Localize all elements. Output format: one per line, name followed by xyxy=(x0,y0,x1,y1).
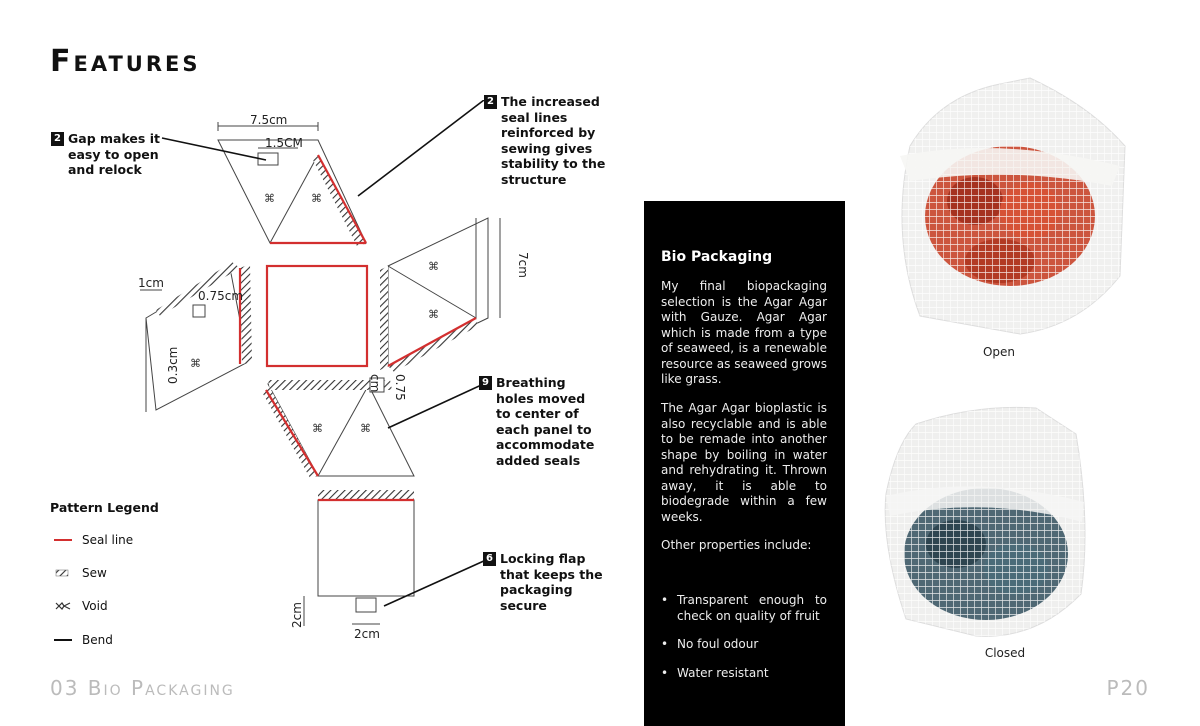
callout-text: The increased seal lines reinforced by s… xyxy=(501,94,606,187)
photo-caption-open: Open xyxy=(982,345,1016,359)
void-icon xyxy=(55,602,71,610)
void-mark: ⌘ xyxy=(264,192,275,205)
page-title: Features xyxy=(50,44,201,79)
black-line-icon xyxy=(54,639,72,641)
callout-badge: 2 xyxy=(51,132,64,146)
callout-badge: 2 xyxy=(484,95,497,109)
locking-sew-strip xyxy=(318,490,414,500)
legend-item-bend: Bend xyxy=(54,633,113,647)
callout-text: Gap makes it easy to open and relock xyxy=(68,131,160,177)
dim-lock-2cm-v: 2cm xyxy=(290,602,304,628)
legend-item-void: Void xyxy=(54,599,108,613)
legend-item-sew: Sew xyxy=(54,566,107,580)
legend-label: Sew xyxy=(82,566,107,580)
panel-paragraph: The Agar Agar bioplastic is also recycla… xyxy=(661,401,827,524)
left-gap xyxy=(192,304,206,318)
dim-bottom-cm: cm xyxy=(368,374,382,392)
callout-badge: 9 xyxy=(479,376,492,390)
right-sew-strip-a xyxy=(380,266,388,370)
right-sew-strip-b xyxy=(388,318,478,372)
callout-gap: 2 Gap makes it easy to open and relock xyxy=(51,131,166,178)
panel-paragraph: Other properties include: xyxy=(661,538,812,552)
void-mark: ⌘ xyxy=(312,422,323,435)
panel-bullet-list: Transparent enough to check on quality o… xyxy=(661,593,827,694)
void-mark: ⌘ xyxy=(190,357,201,370)
legend-item-seal: Seal line xyxy=(54,533,133,547)
red-line-icon xyxy=(54,539,72,541)
panel-heading: Bio Packaging xyxy=(661,249,773,265)
void-mark: ⌘ xyxy=(428,308,439,321)
dim-width-top: 7.5cm xyxy=(250,113,287,127)
photo-caption-closed: Closed xyxy=(984,646,1026,660)
bottom-sew-strip-b xyxy=(262,388,318,478)
bottom-gap xyxy=(369,377,385,393)
callout-locking-flap: 6 Locking flap that keeps the packaging s… xyxy=(483,551,604,613)
packaging-net-diagram: ⌘ ⌘ ⌘ ⌘ ⌘ ⌘ ⌘ 7.5cm 1.5CM 1cm 0.75cm 0.3… xyxy=(138,100,530,640)
left-sew-strip-a xyxy=(156,262,240,316)
callout-badge: 6 xyxy=(483,552,496,566)
photo-open xyxy=(900,77,1126,335)
section-footer: 03 Bio Packaging xyxy=(50,676,235,700)
legend-title: Pattern Legend xyxy=(50,500,159,515)
top-panel xyxy=(217,139,367,244)
legend-label: Bend xyxy=(82,633,113,647)
callout-breathing-holes: 9 Breathing holes moved to center of each… xyxy=(479,375,596,468)
bio-packaging-panel: Bio Packaging My final biopackaging sele… xyxy=(644,201,845,726)
dim-left-03: 0.3cm xyxy=(166,347,180,384)
callout-text: Breathing holes moved to center of each … xyxy=(496,375,595,468)
left-sew-strip-b xyxy=(240,264,252,364)
panel-bullet: No foul odour xyxy=(661,637,827,653)
locking-tab xyxy=(355,597,377,613)
panel-paragraph: My final biopackaging selection is the A… xyxy=(661,279,827,386)
top-sew-strip xyxy=(312,154,366,248)
page-number: P20 xyxy=(1106,676,1150,700)
panel-bullet: Transparent enough to check on quality o… xyxy=(661,593,827,624)
callout-seal-lines: 2 The increased seal lines reinforced by … xyxy=(484,94,609,187)
photo-closed xyxy=(884,406,1086,637)
dim-gap-top: 1.5CM xyxy=(265,136,303,150)
void-mark: ⌘ xyxy=(360,422,371,435)
panel-bullet: Water resistant xyxy=(661,666,827,682)
bottom-sew-strip-a xyxy=(268,380,392,390)
hatch-icon xyxy=(55,569,69,577)
dim-bottom-075: 0.75 xyxy=(393,374,407,401)
locking-panel xyxy=(317,499,415,597)
center-panel xyxy=(265,264,369,368)
dim-left-1cm: 1cm xyxy=(138,276,164,290)
dim-left-075: 0.75cm xyxy=(198,289,243,303)
dim-lock-2cm-h: 2cm xyxy=(354,627,380,640)
callout-text: Locking flap that keeps the packaging se… xyxy=(500,551,603,613)
legend-label: Void xyxy=(82,599,108,613)
legend-label: Seal line xyxy=(82,533,134,547)
dim-right-7cm: 7cm xyxy=(516,252,530,278)
void-mark: ⌘ xyxy=(311,192,322,205)
void-mark: ⌘ xyxy=(428,260,439,273)
